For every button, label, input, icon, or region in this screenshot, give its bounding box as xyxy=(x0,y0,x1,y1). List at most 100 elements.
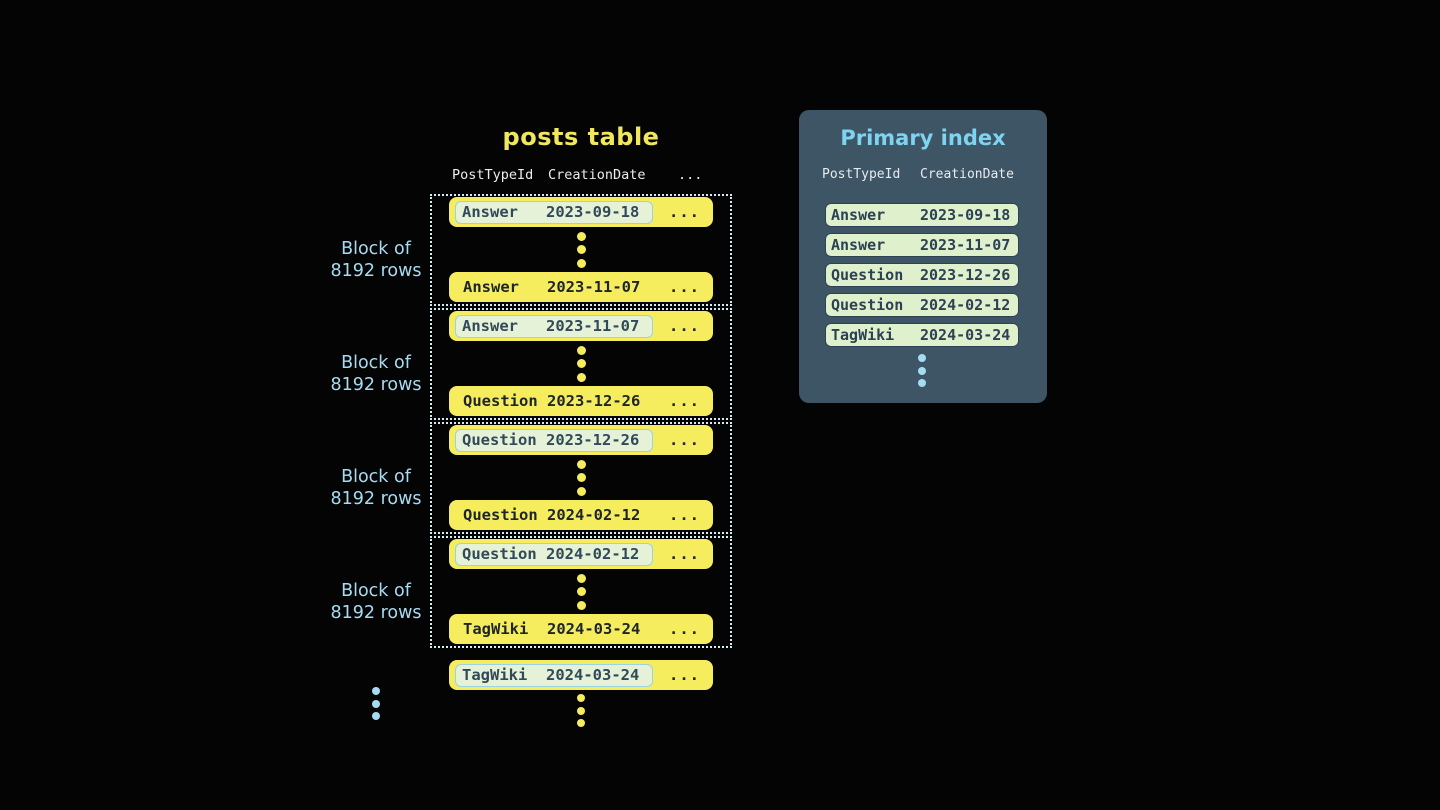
dot xyxy=(576,359,586,368)
cell-more-columns: ... xyxy=(669,666,700,684)
index-entry: Answer 2023-11-07 xyxy=(825,233,1019,257)
cell-creationdate: 2023-11-07 xyxy=(920,236,1011,254)
cell-posttypeid: Answer xyxy=(831,206,886,224)
dot xyxy=(918,379,926,387)
primary-index-panel: Primary index PostTypeId CreationDate An… xyxy=(799,110,1047,403)
dot xyxy=(577,706,585,715)
indexed-columns-highlight: Question 2023-12-26 xyxy=(455,428,653,452)
posts-table-title: posts table xyxy=(502,123,660,151)
dot xyxy=(576,372,586,382)
cell-creationdate: 2024-03-24 xyxy=(546,666,640,684)
table-row: Question 2023-12-26 ... xyxy=(449,425,713,455)
cell-more-columns: ... xyxy=(669,431,700,449)
cell-creationdate: 2024-02-12 xyxy=(547,506,641,524)
dot xyxy=(576,587,586,596)
cell-more-columns: ... xyxy=(669,392,700,410)
cell-posttypeid: Question xyxy=(463,392,538,410)
cell-posttypeid: Answer xyxy=(462,203,518,221)
cell-creationdate: 2024-03-24 xyxy=(547,620,641,638)
cell-posttypeid: Answer xyxy=(831,236,886,254)
posts-header-creationdate: CreationDate xyxy=(548,167,646,183)
primary-index-title: Primary index xyxy=(840,126,1006,150)
dot xyxy=(918,354,926,362)
primary-index-header: PostTypeId CreationDate xyxy=(799,167,1047,183)
dot xyxy=(918,366,926,375)
cell-more-columns: ... xyxy=(669,545,700,563)
cell-posttypeid: TagWiki xyxy=(462,666,528,684)
row-block-4: Question 2024-02-12 ... TagWiki 2024-03-… xyxy=(430,536,732,648)
rows-ellipsis-dots xyxy=(449,341,713,386)
table-row: Answer 2023-09-18 ... xyxy=(449,197,713,227)
cell-posttypeid: Question xyxy=(462,431,537,449)
table-row-next-block: TagWiki 2024-03-24 ... xyxy=(449,660,713,690)
indexed-columns-highlight: Answer 2023-09-18 xyxy=(455,200,653,224)
block-label-2: Block of 8192 rows xyxy=(330,353,422,395)
table-row: Question 2023-12-26 ... xyxy=(449,386,713,416)
indexed-columns-highlight: TagWiki 2024-03-24 xyxy=(455,663,653,687)
more-rows-ellipsis-dots xyxy=(449,694,713,727)
rows-ellipsis-dots xyxy=(449,227,713,272)
dot xyxy=(577,719,585,727)
table-row: Question 2024-02-12 ... xyxy=(449,500,713,530)
primary-index-entries: Answer 2023-09-18 Answer 2023-11-07 Ques… xyxy=(825,203,1019,347)
block-label-3: Block of 8192 rows xyxy=(330,467,422,509)
cell-creationdate: 2023-11-07 xyxy=(547,278,641,296)
index-entry: Answer 2023-09-18 xyxy=(825,203,1019,227)
cell-posttypeid: TagWiki xyxy=(463,620,529,638)
index-entry: Question 2023-12-26 xyxy=(825,263,1019,287)
dot xyxy=(372,699,380,708)
cell-creationdate: 2024-02-12 xyxy=(546,545,640,563)
more-blocks-ellipsis-dots xyxy=(300,687,452,720)
dot xyxy=(576,486,586,496)
dot xyxy=(576,231,586,241)
dot xyxy=(372,712,380,720)
index-header-creationdate: CreationDate xyxy=(920,167,1014,182)
rows-ellipsis-dots xyxy=(449,455,713,500)
dot xyxy=(576,258,586,268)
dot xyxy=(576,573,586,583)
dot xyxy=(576,345,586,355)
row-block-2: Answer 2023-11-07 ... Question 2023-12-2… xyxy=(430,308,732,420)
posts-header-posttypeid: PostTypeId xyxy=(452,167,534,183)
index-entry: Question 2024-02-12 xyxy=(825,293,1019,317)
cell-posttypeid: Question xyxy=(831,296,904,314)
cell-posttypeid: TagWiki xyxy=(831,326,895,344)
cell-more-columns: ... xyxy=(669,278,700,296)
cell-creationdate: 2024-03-24 xyxy=(920,326,1011,344)
more-index-entries-ellipsis-dots xyxy=(825,354,1019,387)
cell-more-columns: ... xyxy=(669,620,700,638)
cell-posttypeid: Question xyxy=(463,506,538,524)
cell-posttypeid: Question xyxy=(831,266,904,284)
cell-more-columns: ... xyxy=(669,203,700,221)
indexed-columns-highlight: Answer 2023-11-07 xyxy=(455,314,653,338)
row-block-1: Answer 2023-09-18 ... Answer 2023-11-07 … xyxy=(430,194,732,306)
cell-posttypeid: Question xyxy=(462,545,537,563)
table-row: Answer 2023-11-07 ... xyxy=(449,311,713,341)
index-entry: TagWiki 2024-03-24 xyxy=(825,323,1019,347)
cell-posttypeid: Answer xyxy=(463,278,519,296)
dot xyxy=(576,245,586,254)
cell-more-columns: ... xyxy=(669,506,700,524)
posts-table-header: PostTypeId CreationDate ... xyxy=(430,167,732,185)
table-row: TagWiki 2024-03-24 ... xyxy=(449,614,713,644)
row-block-3: Question 2023-12-26 ... Question 2024-02… xyxy=(430,422,732,534)
dot xyxy=(577,694,585,702)
dot xyxy=(576,600,586,610)
block-label-4: Block of 8192 rows xyxy=(330,581,422,623)
cell-more-columns: ... xyxy=(669,317,700,335)
dot xyxy=(576,473,586,482)
index-header-posttypeid: PostTypeId xyxy=(822,167,901,182)
table-row: Question 2024-02-12 ... xyxy=(449,539,713,569)
cell-posttypeid: Answer xyxy=(462,317,518,335)
table-row: Answer 2023-11-07 ... xyxy=(449,272,713,302)
block-label-1: Block of 8192 rows xyxy=(330,239,422,281)
dot xyxy=(576,459,586,469)
cell-creationdate: 2023-12-26 xyxy=(920,266,1011,284)
cell-creationdate: 2023-11-07 xyxy=(546,317,640,335)
rows-ellipsis-dots xyxy=(449,569,713,614)
cell-creationdate: 2024-02-12 xyxy=(920,296,1011,314)
indexed-columns-highlight: Question 2024-02-12 xyxy=(455,542,653,566)
cell-creationdate: 2023-12-26 xyxy=(547,392,641,410)
cell-creationdate: 2023-09-18 xyxy=(546,203,640,221)
